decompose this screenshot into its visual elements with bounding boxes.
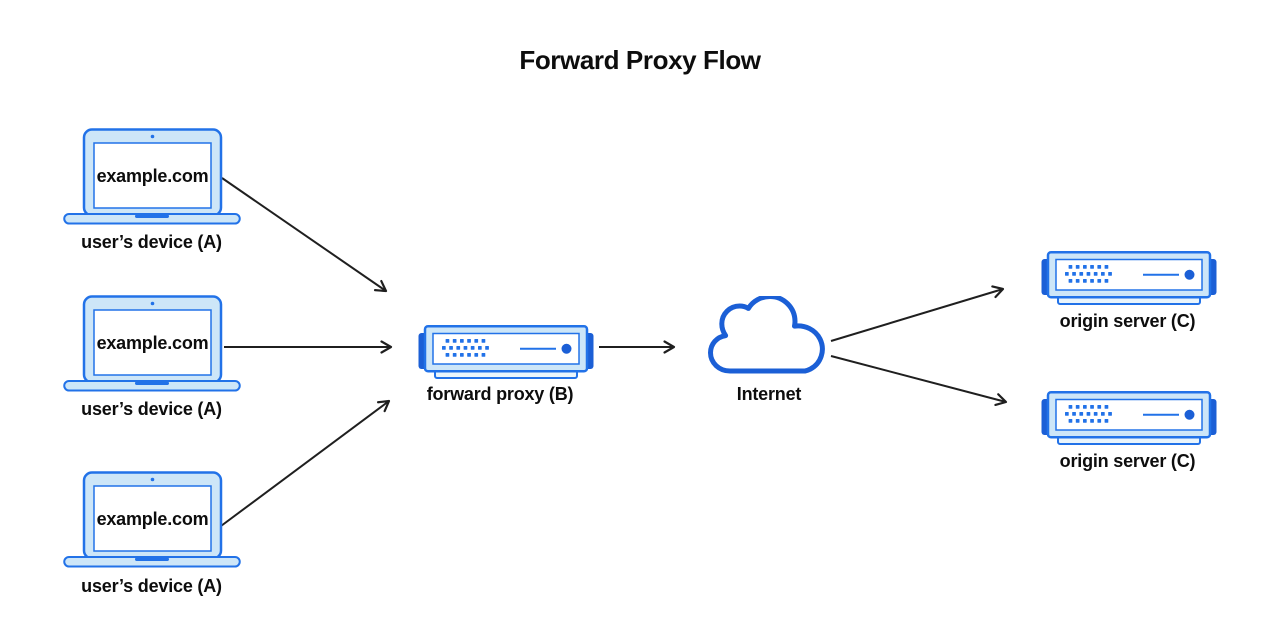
flow-arrows [220,177,1008,527]
internet-label: Internet [736,384,802,404]
arrow-device1-to-proxy [221,177,388,293]
device-screen-text: example.com [96,166,209,186]
origin-server-label: origin server (C) [1059,451,1196,471]
server-icon [418,325,594,380]
arrow-internet-to-origin2 [830,355,1008,407]
device-screen-text: example.com [96,333,209,353]
diagram-title: Forward Proxy Flow [519,45,761,75]
server-icon [1041,251,1217,306]
arrow-internet-to-origin1 [830,285,1005,342]
cloud-icon [711,297,823,372]
arrow-device3-to-proxy [220,399,391,527]
server-icon [1041,391,1217,446]
device-screen-text: example.com [96,509,209,529]
origin-server-label: origin server (C) [1059,311,1196,331]
device-label: user’s device (A) [81,232,222,252]
device-label: user’s device (A) [81,576,222,596]
device-label: user’s device (A) [81,399,222,419]
proxy-label: forward proxy (B) [426,384,574,404]
